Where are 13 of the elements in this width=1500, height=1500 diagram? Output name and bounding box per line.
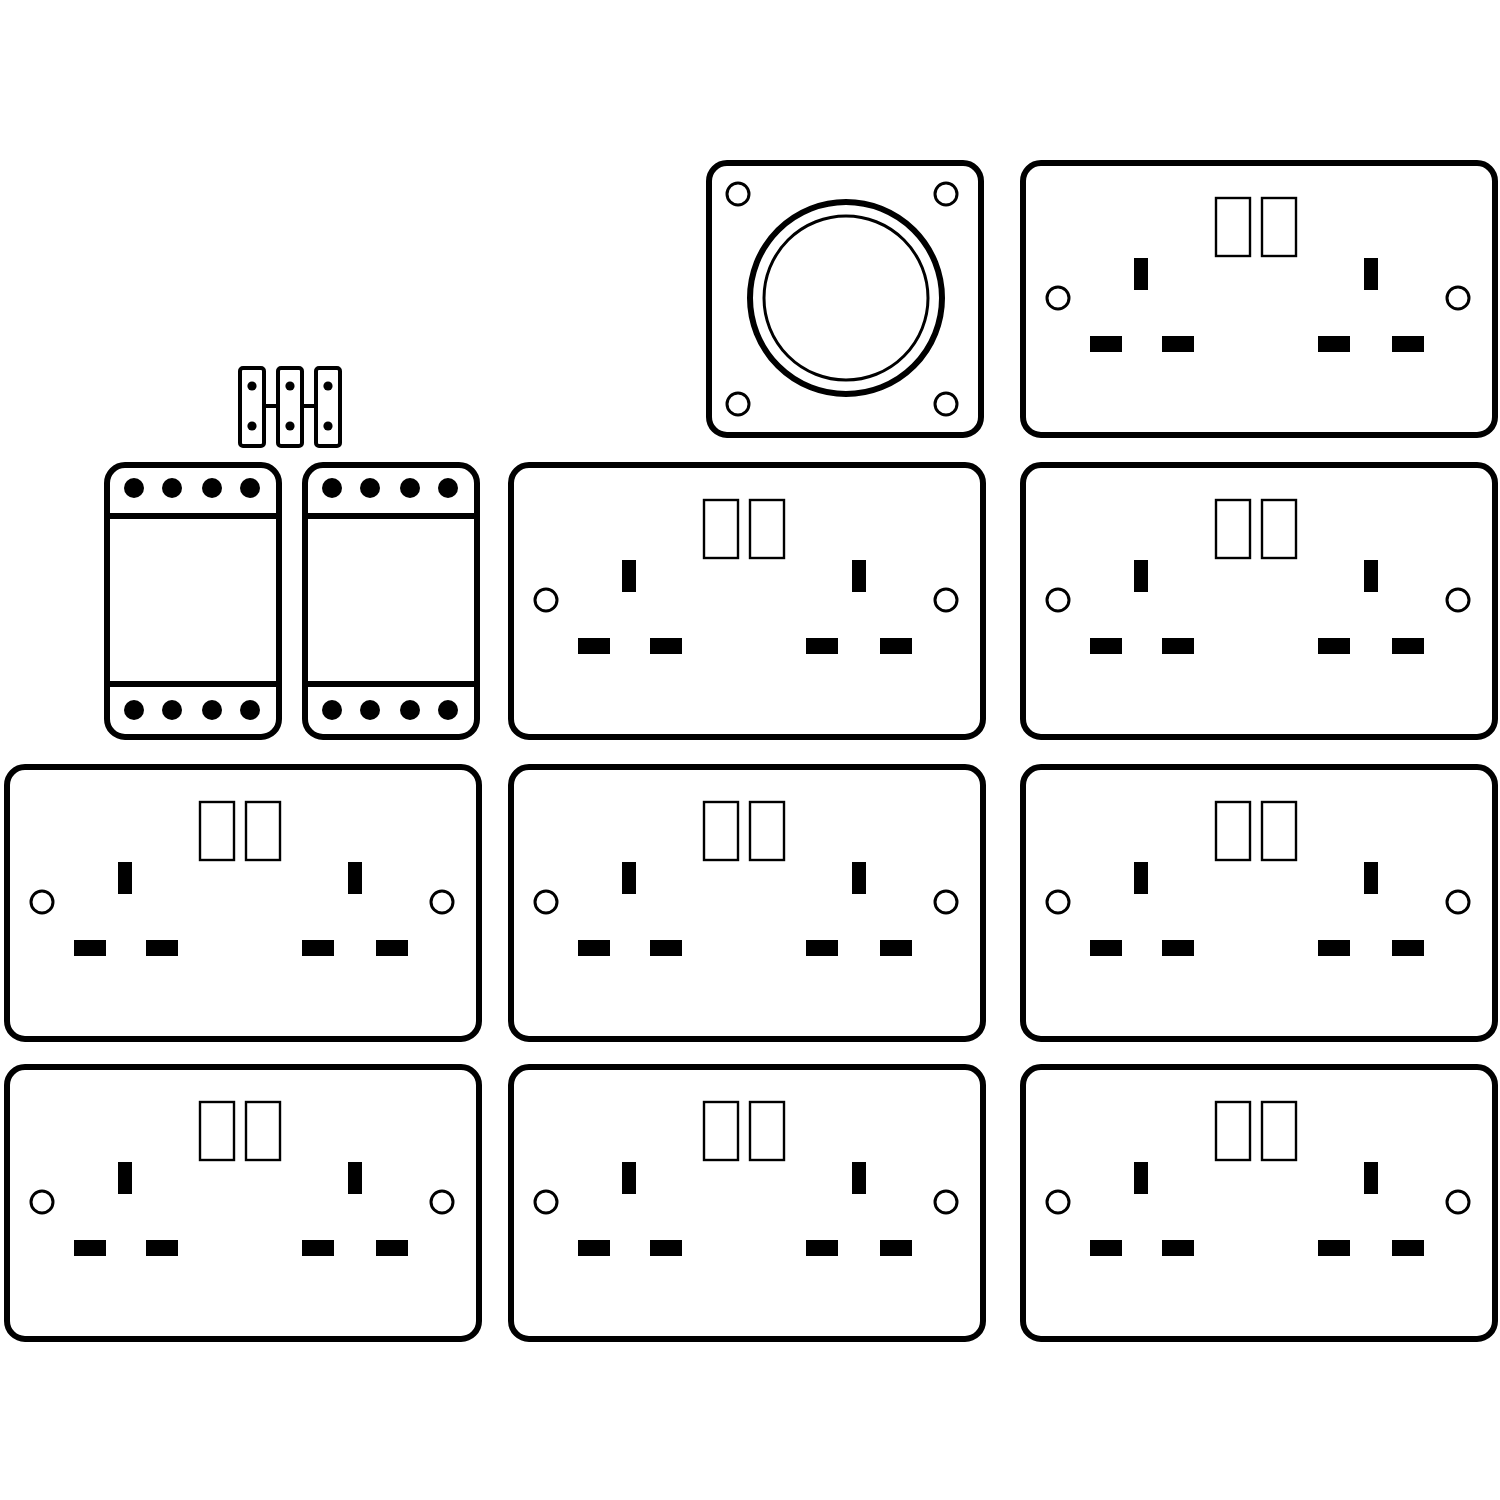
link-bar-drawing	[238, 366, 346, 450]
round-outlet-drawing	[706, 160, 986, 440]
din-module-drawing	[104, 462, 284, 742]
socket-drawing	[1020, 1064, 1500, 1344]
socket-drawing	[1020, 462, 1500, 742]
socket-drawing	[508, 764, 988, 1044]
socket-drawing	[508, 462, 988, 742]
socket-drawing	[508, 1064, 988, 1344]
din-module-drawing	[302, 462, 482, 742]
socket-drawing	[1020, 160, 1500, 440]
socket-drawing	[1020, 764, 1500, 1044]
socket-drawing	[4, 764, 484, 1044]
socket-drawing	[4, 1064, 484, 1344]
